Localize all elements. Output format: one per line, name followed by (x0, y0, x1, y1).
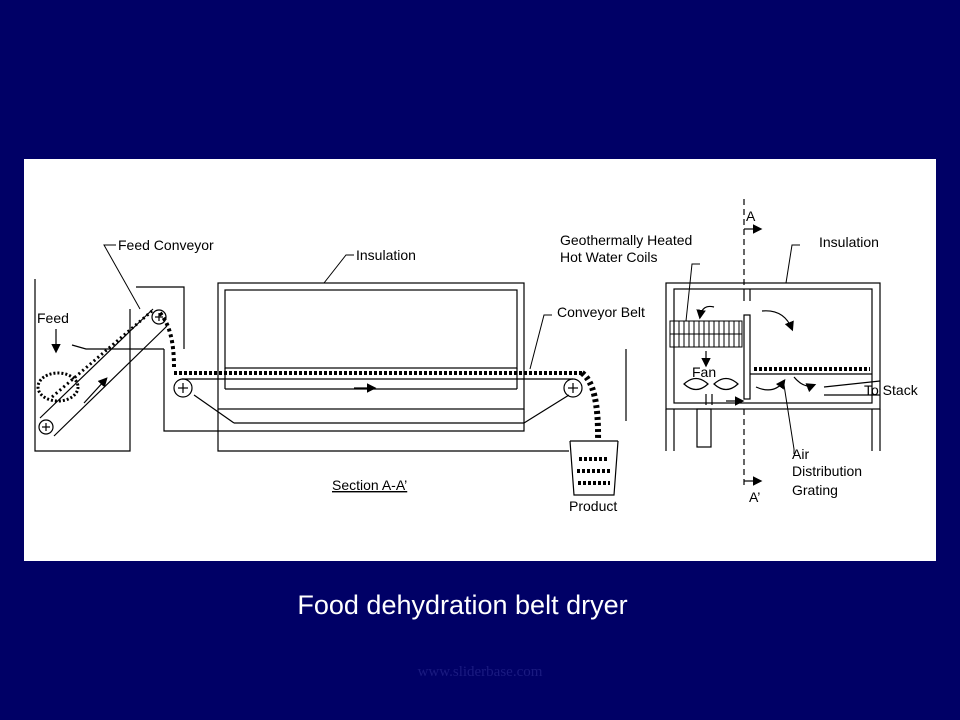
footer-url: www.sliderbase.com (417, 664, 543, 680)
to-stack-label: To Stack (864, 382, 919, 398)
grating-label-line2: Distribution (792, 463, 862, 479)
fan-icon (683, 377, 739, 405)
diagram-labels: Feed Conveyor Feed Insulation Conveyor B… (37, 208, 919, 514)
fan-label: Fan (692, 364, 716, 380)
section-mark-top: A (746, 208, 756, 224)
section-label: Section A-A’ (332, 477, 407, 493)
product-bin (569, 440, 619, 496)
leader-lines (103, 244, 800, 454)
conveyor-belt (173, 378, 583, 424)
belt-dryer-diagram: Feed Conveyor Feed Insulation Conveyor B… (34, 199, 919, 514)
feed-conveyor-label: Feed Conveyor (118, 237, 214, 253)
belt-material (158, 311, 602, 442)
feed-hopper (34, 279, 131, 452)
diagram-panel: Feed Conveyor Feed Insulation Conveyor B… (24, 159, 936, 561)
grating-label-line1: Air (792, 446, 809, 462)
air-flow-arrows (696, 305, 817, 406)
insulation-left-label: Insulation (356, 247, 416, 263)
section-mark-bottom: A’ (749, 489, 760, 505)
feed-conveyor (38, 286, 185, 437)
slide-title: Food dehydration belt dryer (297, 590, 628, 620)
grating-label-line3: Grating (792, 482, 838, 498)
conveyor-belt-label: Conveyor Belt (557, 304, 645, 320)
feed-label: Feed (37, 310, 69, 326)
coils-label-line2: Hot Water Coils (560, 249, 658, 265)
product-label: Product (569, 498, 617, 514)
insulation-right-label: Insulation (819, 234, 879, 250)
cross-section (665, 199, 881, 489)
feed-material (36, 309, 153, 403)
hot-water-coils-icon (669, 320, 743, 348)
coils-label-line1: Geothermally Heated (560, 232, 692, 248)
